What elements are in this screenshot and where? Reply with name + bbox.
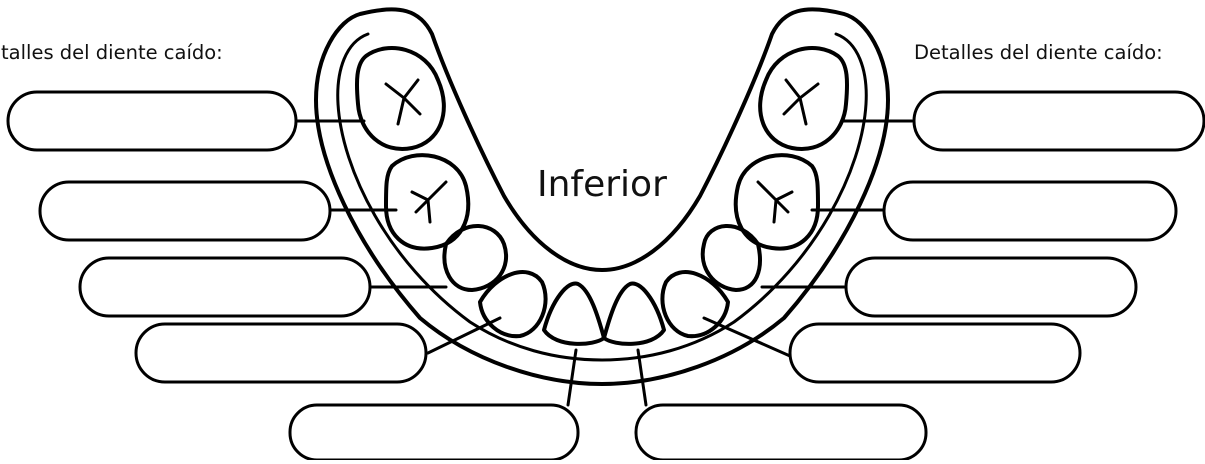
- molar-fissure-icon: [784, 80, 818, 124]
- answer-box-left-1[interactable]: [8, 92, 296, 150]
- molar-right-2[interactable]: [760, 48, 847, 149]
- answer-box-right-1[interactable]: [914, 92, 1204, 150]
- canine-right[interactable]: [703, 226, 760, 290]
- central-incisor-left[interactable]: [544, 283, 604, 343]
- answer-box-left-5[interactable]: [290, 405, 578, 460]
- title-right: Detalles del diente caído:: [914, 41, 1163, 64]
- molar-fissure-icon: [386, 80, 420, 124]
- answer-box-right-5[interactable]: [636, 405, 926, 460]
- answer-box-left-3[interactable]: [80, 258, 370, 316]
- answer-box-right-3[interactable]: [846, 258, 1136, 316]
- molar-right-1[interactable]: [736, 155, 818, 248]
- answer-box-right-2[interactable]: [884, 182, 1176, 240]
- answer-box-left-4[interactable]: [136, 324, 426, 382]
- central-incisor-right[interactable]: [604, 283, 664, 343]
- molar-left-2[interactable]: [357, 48, 444, 149]
- answer-box-right-4[interactable]: [790, 324, 1080, 382]
- title-left: Detalles del diente caído:: [0, 41, 223, 64]
- answer-box-left-2[interactable]: [40, 182, 330, 240]
- lateral-incisor-left[interactable]: [480, 272, 546, 336]
- arch-label: Inferior: [537, 164, 667, 205]
- molar-fissure-icon: [412, 182, 446, 222]
- molar-fissure-icon: [758, 182, 792, 222]
